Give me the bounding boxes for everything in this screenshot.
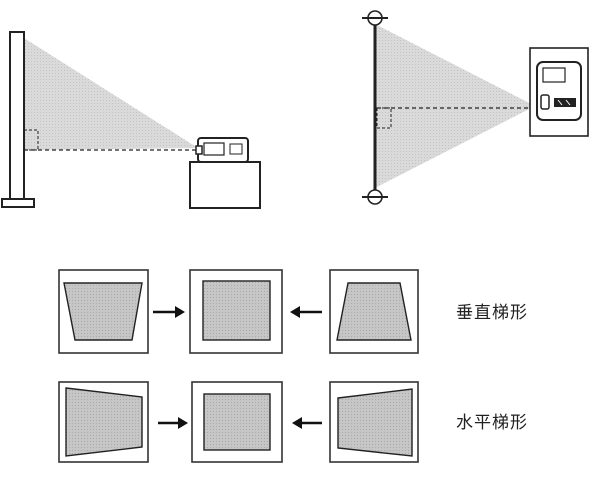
screen-side (9, 31, 25, 201)
top-view (362, 10, 589, 205)
horizontal-corrected-panel (191, 381, 283, 463)
screen-foot (1, 198, 35, 208)
projector-icon (195, 137, 249, 163)
keystone-shape-wide-top (63, 282, 143, 341)
table (189, 161, 261, 209)
keystone-shape-wide-left (65, 387, 143, 457)
vertical-corrected-panel (189, 269, 283, 354)
projection-beam-top (375, 24, 535, 188)
horizontal-before-panel (58, 381, 149, 463)
arrow-left-icon (290, 306, 322, 318)
horizontal-after-panel (329, 381, 419, 463)
vertical-before-panel (58, 269, 149, 354)
arrow-right-icon (158, 417, 188, 429)
arrow-left-icon (292, 417, 322, 429)
corrected-image (203, 393, 271, 451)
vertical-keystone-row (58, 269, 419, 354)
horizontal-keystone-label: 水平梯形 (456, 413, 528, 433)
arrow-right-icon (153, 306, 185, 318)
vertical-after-panel (329, 269, 419, 354)
keystone-shape-wide-bottom (336, 282, 412, 341)
projector-top-icon (529, 47, 589, 137)
vertical-keystone-label: 垂直梯形 (456, 303, 528, 323)
corrected-image (202, 280, 271, 341)
horizontal-keystone-row (58, 381, 419, 463)
keystone-shape-wide-right (337, 388, 413, 457)
projection-beam-side (24, 38, 198, 150)
side-view (1, 31, 261, 209)
